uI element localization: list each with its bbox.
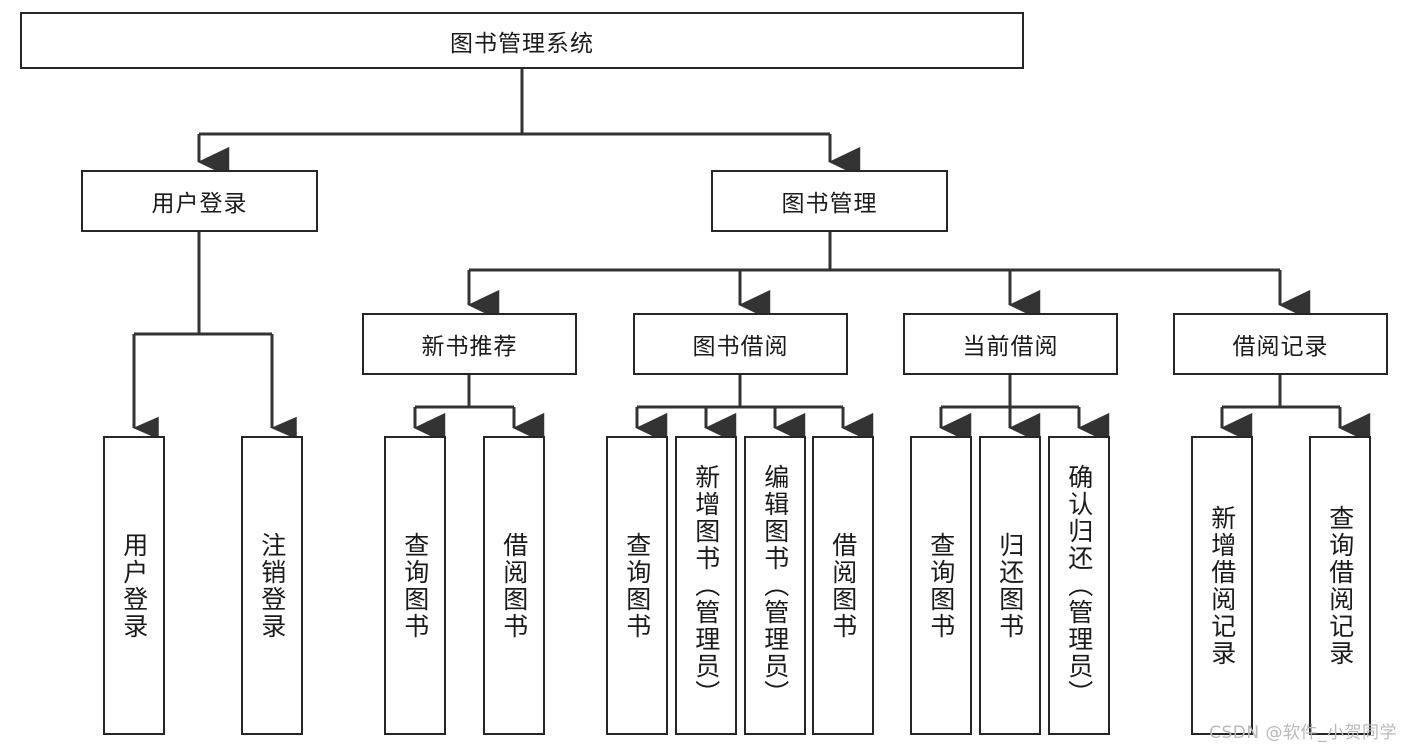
- node-leaf-borrow-book-1[interactable]: 借阅图书: [483, 436, 545, 735]
- node-leaf-user-login[interactable]: 用户登录: [103, 436, 165, 735]
- node-leaf-confirm-return-label: 确认归还（管理员）: [1064, 464, 1094, 707]
- wire-root-to-level2: [197, 69, 861, 178]
- node-leaf-query-book-1-label: 查询图书: [400, 531, 430, 640]
- node-new-book-recommend[interactable]: 新书推荐: [362, 313, 577, 375]
- node-leaf-return-book[interactable]: 归还图书: [979, 436, 1041, 735]
- wire-newbook-to-leaves: [413, 375, 545, 444]
- watermark-text: CSDN @软件_小贺同学: [1209, 723, 1397, 743]
- node-leaf-user-logout[interactable]: 注销登录: [241, 436, 303, 735]
- wire-bookmanage-to-level3: [467, 232, 1311, 321]
- node-leaf-user-login-label: 用户登录: [119, 531, 149, 640]
- node-user-login[interactable]: 用户登录: [81, 170, 318, 232]
- node-leaf-query-book-2-label: 查询图书: [622, 531, 652, 640]
- node-leaf-query-book-1[interactable]: 查询图书: [384, 436, 446, 735]
- node-borrow-record[interactable]: 借阅记录: [1173, 313, 1388, 375]
- wire-userlogin-to-leaves: [132, 232, 297, 440]
- node-leaf-add-record[interactable]: 新增借阅记录: [1191, 436, 1253, 735]
- wire-currentborrow-to-leaves: [939, 375, 1110, 444]
- node-root-system[interactable]: 图书管理系统: [20, 12, 1024, 69]
- node-leaf-query-record-label: 查询借阅记录: [1325, 504, 1355, 667]
- node-current-borrow[interactable]: 当前借阅: [903, 313, 1118, 375]
- node-leaf-query-book-3-label: 查询图书: [926, 531, 956, 640]
- node-leaf-add-book[interactable]: 新增图书（管理员）: [675, 436, 737, 735]
- node-leaf-user-logout-label: 注销登录: [257, 531, 287, 640]
- node-leaf-query-record[interactable]: 查询借阅记录: [1309, 436, 1371, 735]
- node-leaf-confirm-return[interactable]: 确认归还（管理员）: [1048, 436, 1110, 735]
- node-leaf-edit-book-label: 编辑图书（管理员）: [760, 464, 790, 707]
- wire-borrowrecord-to-leaves: [1220, 375, 1371, 444]
- node-leaf-add-book-label: 新增图书（管理员）: [691, 464, 721, 707]
- wire-bookborrow-to-leaves: [635, 375, 874, 444]
- node-leaf-borrow-book-2[interactable]: 借阅图书: [812, 436, 874, 735]
- node-leaf-borrow-book-1-label: 借阅图书: [499, 531, 529, 640]
- node-leaf-query-book-2[interactable]: 查询图书: [606, 436, 668, 735]
- node-leaf-borrow-book-2-label: 借阅图书: [828, 531, 858, 640]
- node-leaf-add-record-label: 新增借阅记录: [1207, 504, 1237, 667]
- node-leaf-query-book-3[interactable]: 查询图书: [910, 436, 972, 735]
- node-leaf-edit-book[interactable]: 编辑图书（管理员）: [744, 436, 806, 735]
- node-book-borrow[interactable]: 图书借阅: [633, 313, 848, 375]
- node-leaf-return-book-label: 归还图书: [995, 531, 1025, 640]
- node-book-manage[interactable]: 图书管理: [711, 170, 948, 232]
